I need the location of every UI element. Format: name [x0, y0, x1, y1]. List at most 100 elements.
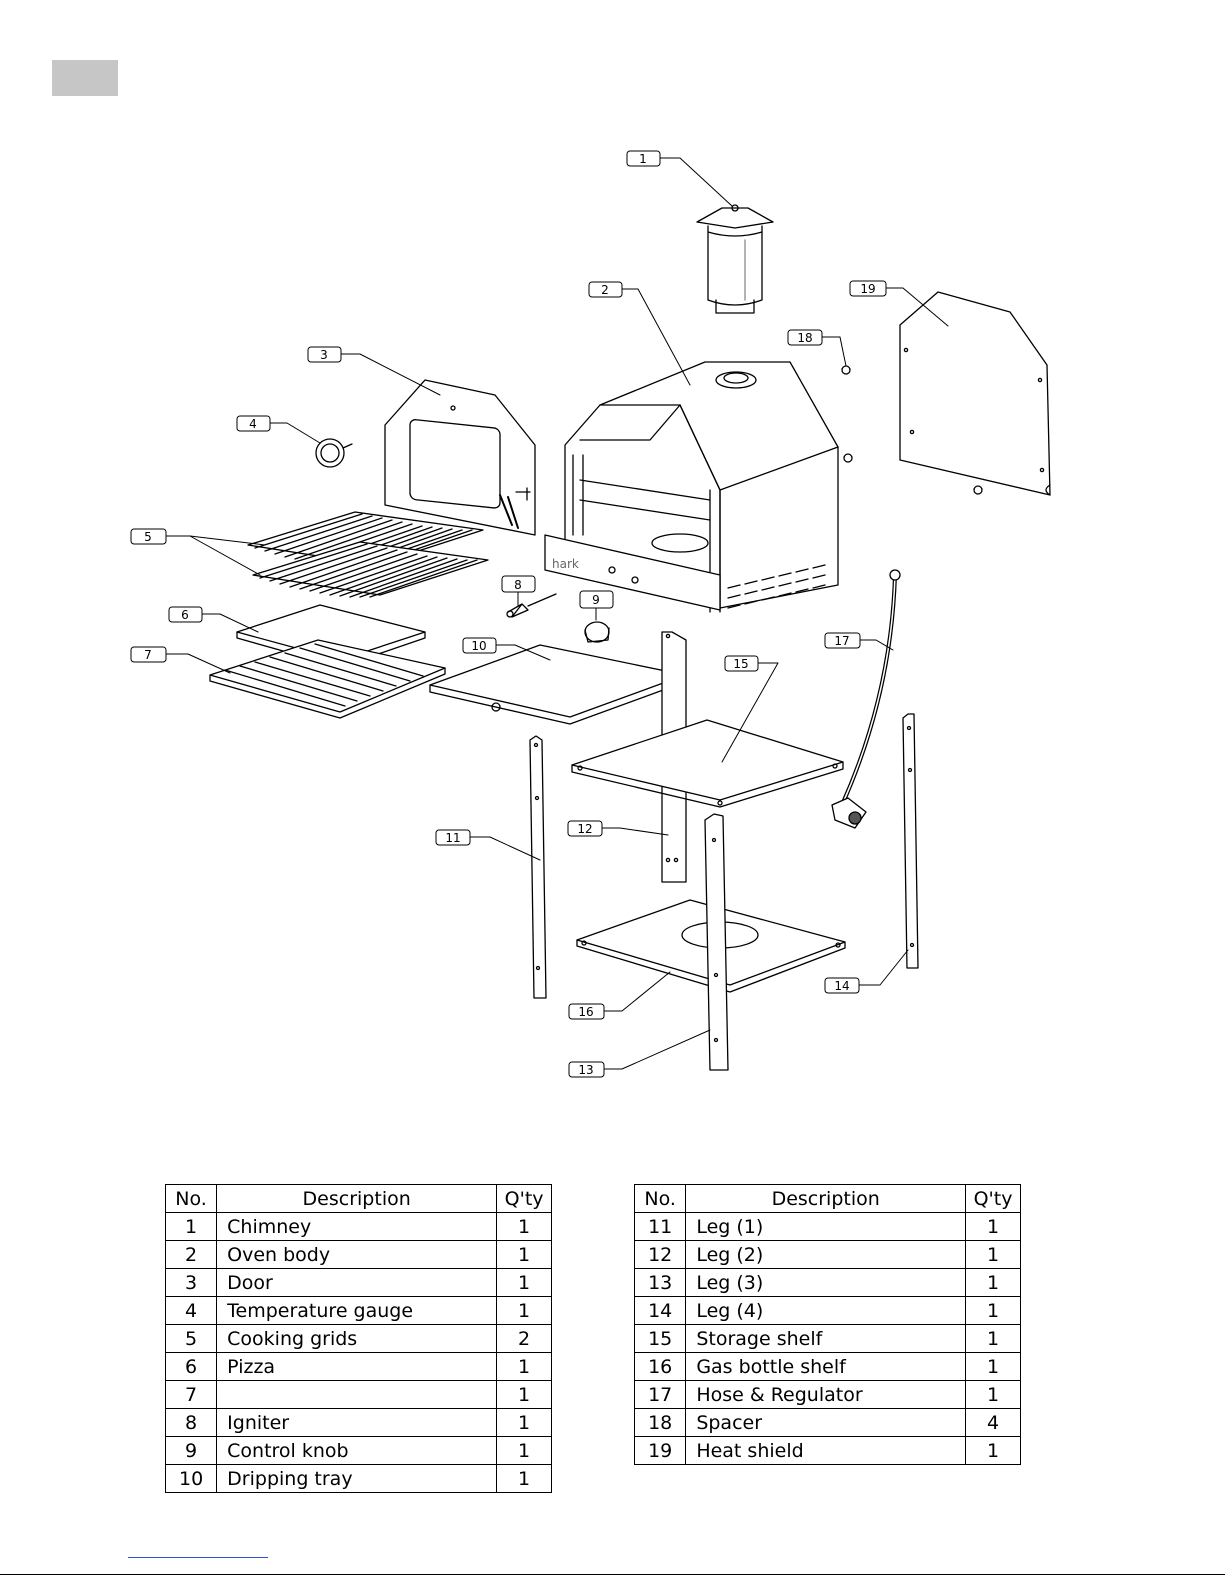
callout-11: 11: [435, 829, 471, 846]
svg-text:7: 7: [144, 648, 152, 662]
rack-part: [209, 639, 446, 719]
part-number: 11: [633, 1212, 687, 1241]
part-description: Igniter: [216, 1408, 498, 1437]
part-number: 1: [164, 1212, 218, 1241]
svg-text:14: 14: [834, 979, 849, 993]
part-number: 4: [164, 1296, 218, 1325]
part-description: Leg (1): [685, 1212, 967, 1241]
part-quantity: 1: [965, 1212, 1021, 1241]
svg-text:6: 6: [181, 608, 189, 622]
header-gray-block: [52, 60, 118, 96]
part-number: 2: [164, 1240, 218, 1269]
part-description: Gas bottle shelf: [685, 1352, 967, 1381]
temperature-gauge-part: [315, 438, 353, 468]
callout-3: 3: [307, 346, 342, 363]
hose-regulator-part: [831, 569, 901, 829]
part-quantity: 1: [496, 1240, 552, 1269]
callout-10: 10: [462, 637, 497, 654]
part-number: 14: [633, 1296, 687, 1325]
svg-text:3: 3: [320, 348, 328, 362]
part-quantity: 4: [965, 1408, 1021, 1437]
part-number: 9: [164, 1436, 218, 1465]
part-quantity: 1: [965, 1268, 1021, 1297]
part-description: [216, 1380, 498, 1409]
svg-text:5: 5: [144, 530, 152, 544]
part-description: Hose & Regulator: [685, 1380, 967, 1409]
callout-4: 4: [236, 415, 271, 432]
column-header-description: Description: [216, 1184, 498, 1213]
svg-text:13: 13: [578, 1063, 593, 1077]
callout-15: 15: [724, 655, 759, 672]
part-description: Door: [216, 1268, 498, 1297]
part-number: 15: [633, 1324, 687, 1353]
part-number: 8: [164, 1408, 218, 1437]
part-quantity: 1: [496, 1296, 552, 1325]
part-description: Chimney: [216, 1212, 498, 1241]
part-quantity: 1: [496, 1380, 552, 1409]
part-description: Leg (2): [685, 1240, 967, 1269]
leg-3-part: [704, 813, 729, 1071]
callout-18: 18: [787, 329, 823, 346]
column-header-description: Description: [685, 1184, 967, 1213]
part-quantity: 1: [496, 1268, 552, 1297]
callout-19: 19: [849, 280, 887, 297]
part-number: 3: [164, 1268, 218, 1297]
cooking-grids-part: [247, 511, 489, 598]
callout-16: 16: [568, 1003, 605, 1020]
part-description: Leg (3): [685, 1268, 967, 1297]
svg-text:15: 15: [733, 657, 748, 671]
igniter-part: [506, 593, 557, 618]
part-quantity: 1: [965, 1352, 1021, 1381]
heat-shield-part: [899, 291, 1051, 496]
footer-link-underline[interactable]: [128, 1557, 268, 1558]
part-description: Pizza: [216, 1352, 498, 1381]
callout-2: 2: [588, 281, 623, 298]
svg-text:18: 18: [797, 331, 812, 345]
callout-12: 12: [567, 820, 603, 837]
svg-text:16: 16: [578, 1005, 593, 1019]
column-header-no: No.: [633, 1184, 687, 1213]
svg-text:2: 2: [601, 283, 609, 297]
part-description: Cooking grids: [216, 1324, 498, 1353]
part-quantity: 1: [965, 1296, 1021, 1325]
callout-7: 7: [130, 646, 167, 663]
svg-text:4: 4: [249, 417, 257, 431]
svg-text:17: 17: [834, 634, 849, 648]
part-quantity: 1: [496, 1408, 552, 1437]
part-number: 16: [633, 1352, 687, 1381]
svg-text:12: 12: [577, 822, 592, 836]
part-quantity: 1: [496, 1212, 552, 1241]
callout-6: 6: [168, 606, 203, 623]
svg-text:19: 19: [860, 282, 875, 296]
part-number: 6: [164, 1352, 218, 1381]
part-description: Storage shelf: [685, 1324, 967, 1353]
svg-text:8: 8: [514, 578, 522, 592]
part-description: Spacer: [685, 1408, 967, 1437]
table-header-row: No. Description Q'ty: [164, 1184, 552, 1213]
column-header-qty: Q'ty: [965, 1184, 1021, 1213]
chimney-part: [696, 204, 774, 314]
part-description: Control knob: [216, 1436, 498, 1465]
svg-text:9: 9: [592, 593, 600, 607]
part-number: 17: [633, 1380, 687, 1409]
part-description: Leg (4): [685, 1296, 967, 1325]
part-description: Temperature gauge: [216, 1296, 498, 1325]
part-number: 7: [164, 1380, 218, 1409]
part-quantity: 1: [965, 1240, 1021, 1269]
part-number: 13: [633, 1268, 687, 1297]
part-quantity: 1: [965, 1380, 1021, 1409]
exploded-parts-diagram: hark: [130, 150, 1051, 1078]
